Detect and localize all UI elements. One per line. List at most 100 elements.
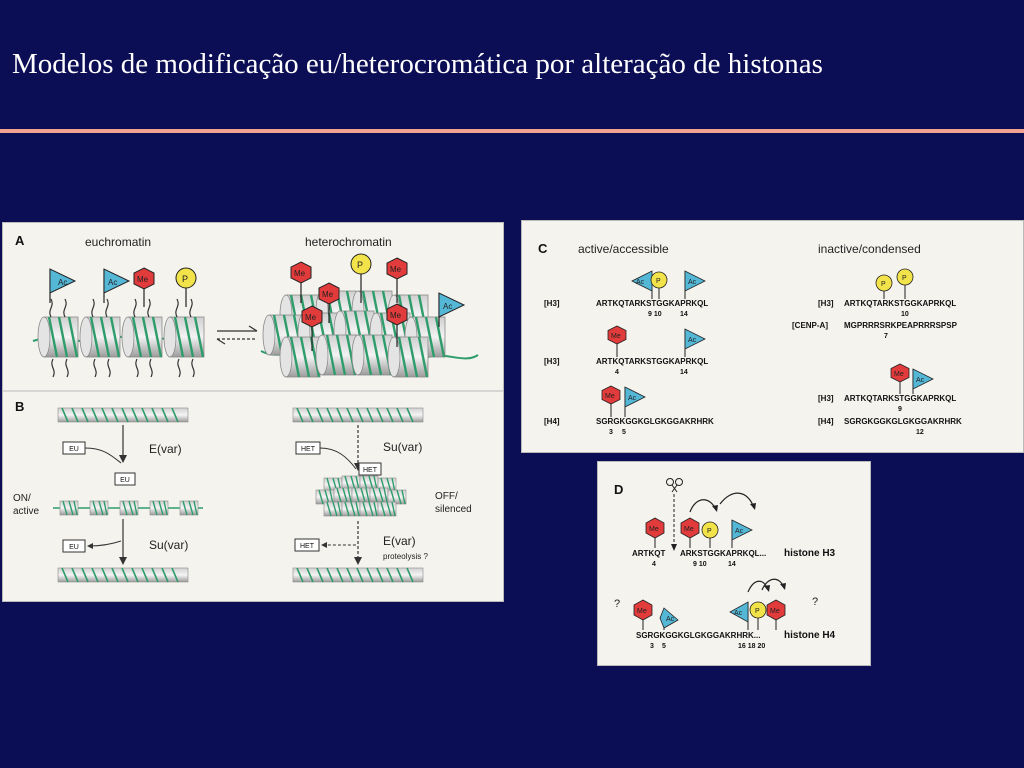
svg-text:14: 14 [680, 369, 688, 376]
phospho-circle-icon: P [175, 267, 197, 307]
sequence-row: [H3] ARTKQTARKSTGGKAPRKQL 10 [818, 299, 956, 318]
su-var-label: Su(var) [383, 440, 422, 454]
svg-text:Ac: Ac [628, 395, 637, 402]
sequence-row: [H3] ARTKQTARKSTGGKAPRKQL 9 [818, 394, 956, 413]
acetyl-flag-icon: Ac [103, 268, 131, 303]
methyl-hexagon-icon: Me [318, 282, 340, 323]
methyl-hexagon-icon: Me [645, 517, 665, 548]
panel-label-a: A [15, 233, 25, 248]
svg-text:ARTKQTARKSTGGKAPRKQL: ARTKQTARKSTGGKAPRKQL [844, 394, 956, 403]
phospho-circle-icon: P [350, 253, 372, 303]
figure-panel-c: C active/accessible inactive/condensed [… [521, 220, 1024, 453]
methyl-hexagon-icon: Me [601, 385, 621, 417]
svg-text:SGRGKGGKGLGKGGAKRHRK: SGRGKGGKGLGKGGAKRHRK [596, 417, 714, 426]
question-mark: ? [614, 598, 620, 610]
svg-text:ARTKQTARKSTGGKAPRKQL: ARTKQTARKSTGGKAPRKQL [596, 299, 708, 308]
svg-text:14: 14 [728, 561, 736, 568]
svg-text:[H3]: [H3] [818, 394, 834, 403]
svg-text:12: 12 [916, 429, 924, 436]
svg-text:Ac: Ac [666, 616, 675, 623]
svg-text:P: P [755, 608, 760, 615]
e-var-label: E(var) [383, 534, 416, 548]
svg-text:ARTKQTARKSTGGKAPRKQL: ARTKQTARKSTGGKAPRKQL [596, 357, 708, 366]
proteolysis-label: proteolysis ? [383, 552, 428, 561]
svg-text:[CENP-A]: [CENP-A] [792, 321, 828, 330]
phospho-circle-icon: P [701, 521, 719, 548]
svg-text:EU: EU [69, 446, 79, 453]
equilibrium-arrows-icon [216, 325, 258, 345]
svg-text:3: 3 [609, 429, 613, 436]
acetyl-flag-icon: Ac [659, 607, 679, 630]
svg-text:Me: Me [894, 371, 904, 378]
chromatin-fiber [292, 567, 424, 583]
svg-text:Ac: Ac [443, 302, 452, 311]
active-accessible-heading: active/accessible [578, 242, 669, 256]
svg-text:10: 10 [901, 311, 909, 318]
acetyl-flag-icon: Ac [49, 268, 77, 303]
off-label: OFF/ [435, 491, 458, 502]
svg-text:Me: Me [637, 608, 647, 615]
svg-text:9 10: 9 10 [648, 311, 662, 318]
e-var-label: E(var) [149, 442, 182, 456]
methyl-hexagon-icon: Me [290, 261, 312, 303]
svg-text:[H3]: [H3] [544, 357, 560, 366]
heterochromatin-heading: heterochromatin [305, 235, 392, 249]
condensed-chromatin-cluster [315, 475, 407, 517]
svg-text:SGRGKGGKGLGKGGAKRHRK: SGRGKGGKGLGKGGAKRHRK [844, 417, 962, 426]
svg-text:Ac: Ac [58, 278, 67, 287]
het-protein-box [294, 538, 320, 552]
svg-text:4: 4 [615, 369, 619, 376]
svg-text:[H4]: [H4] [818, 417, 834, 426]
phospho-circle-icon: P [896, 268, 914, 299]
nucleosome [120, 315, 164, 359]
figure-panel-ab: A euchromatin heterochromatin Ac Ac Me P [2, 222, 504, 602]
svg-text:Me: Me [649, 526, 659, 533]
svg-text:P: P [182, 274, 188, 284]
svg-text:ARTKQTARKSTGGKAPRKQL: ARTKQTARKSTGGKAPRKQL [844, 299, 956, 308]
svg-text:EU: EU [69, 544, 79, 551]
svg-text:[H3]: [H3] [544, 299, 560, 308]
phospho-circle-icon: P [650, 271, 668, 299]
figure-panel-d: D Me Me P Ac ARTKQT ARKSTGGKAPRKQL... hi… [597, 461, 871, 666]
svg-text:P: P [357, 260, 363, 270]
h4-sequence: SGRGKGGKGLGKGGAKRHRK... [636, 631, 760, 640]
figure-ab-diagram: A euchromatin heterochromatin Ac Ac Me P [3, 233, 503, 583]
svg-text:4: 4 [652, 561, 656, 568]
svg-text:[H3]: [H3] [818, 299, 834, 308]
svg-text:Ac: Ac [108, 278, 117, 287]
panel-label-d: D [614, 482, 623, 497]
svg-text:Me: Me [770, 608, 780, 615]
sequence-row: [H3] ARTKQTARKSTGGKAPRKQL 9 10 14 [544, 299, 708, 318]
chromatin-fiber [57, 407, 189, 423]
eu-protein-box [114, 472, 136, 486]
h3-sequence-b: ARKSTGGKAPRKQL... [680, 549, 766, 558]
histone-h3-label: histone H3 [784, 548, 836, 559]
svg-text:Ac: Ac [734, 610, 743, 617]
svg-text:14: 14 [680, 311, 688, 318]
nucleosome [162, 315, 206, 359]
sequence-row: [H4] SGRGKGGKGLGKGGAKRHRK 12 [818, 417, 962, 436]
methyl-hexagon-icon: Me [633, 599, 653, 630]
inactive-condensed-heading: inactive/condensed [818, 242, 921, 256]
scissors-icon [666, 478, 683, 493]
svg-text:EU: EU [120, 477, 130, 484]
nucleosome [36, 315, 80, 359]
title-divider [0, 129, 1024, 133]
svg-text:P: P [881, 281, 886, 288]
svg-text:HET: HET [301, 446, 316, 453]
h3-sequence-a: ARTKQT [632, 549, 665, 558]
sequence-row: [H3] ARTKQTARKSTGGKAPRKQL 4 14 [544, 357, 708, 376]
svg-text:9: 9 [898, 406, 902, 413]
nucleosome [78, 315, 122, 359]
su-var-label: Su(var) [149, 538, 188, 552]
svg-text:Me: Me [684, 526, 694, 533]
acetyl-flag-icon: Ac [624, 386, 646, 417]
svg-text:7: 7 [884, 333, 888, 340]
svg-text:HET: HET [363, 467, 378, 474]
svg-text:9 10: 9 10 [693, 561, 707, 568]
sequence-row: [H4] SGRGKGGKGLGKGGAKRHRK 3 5 [544, 417, 714, 436]
acetyl-flag-icon: Ac [684, 270, 706, 299]
methyl-hexagon-icon: Me [607, 325, 627, 357]
active-label: active [13, 506, 40, 517]
svg-text:3: 3 [650, 643, 654, 650]
